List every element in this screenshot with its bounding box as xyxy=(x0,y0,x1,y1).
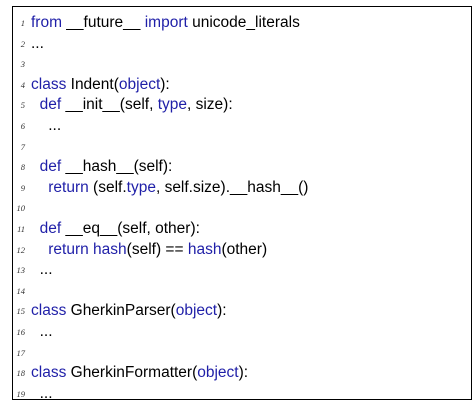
code-token xyxy=(31,158,40,175)
code-token: ... xyxy=(31,322,53,340)
code-line: ... xyxy=(31,322,467,343)
code-line xyxy=(31,137,467,158)
line-number: 8 xyxy=(20,162,25,173)
code-line: ... xyxy=(31,34,467,55)
line-number: 13 xyxy=(16,265,26,276)
keyword-token: from xyxy=(31,14,62,31)
line-number: 3 xyxy=(20,59,25,70)
keyword-token: def xyxy=(39,219,62,237)
line-number: 17 xyxy=(16,347,26,358)
code-line: ... xyxy=(31,260,467,281)
code-token xyxy=(31,96,40,113)
code-token xyxy=(31,220,40,237)
keyword-token: import xyxy=(144,14,188,31)
code-line: class GherkinFormatter(object): xyxy=(31,363,467,384)
keyword-token: class xyxy=(31,364,67,382)
line-number: 12 xyxy=(16,244,26,255)
code-token: (other) xyxy=(221,240,268,258)
code-token: __init__(self, xyxy=(61,96,158,114)
code-token: (self. xyxy=(88,178,127,196)
line-number: 14 xyxy=(16,285,26,296)
code-line: def __eq__(self, other): xyxy=(31,219,467,240)
code-body: from __future__ import unicode_literals.… xyxy=(31,13,467,404)
line-number: 2 xyxy=(20,38,25,49)
keyword-token: class xyxy=(31,75,67,93)
line-number: 6 xyxy=(20,120,25,131)
line-number: 5 xyxy=(20,100,25,111)
builtin-token: type xyxy=(126,178,156,196)
code-line: def __init__(self, type, size): xyxy=(31,95,467,116)
builtin-token: object xyxy=(175,302,218,320)
line-number: 7 xyxy=(20,141,25,152)
builtin-token: hash xyxy=(187,240,222,258)
code-line: def __hash__(self): xyxy=(31,157,467,178)
keyword-token: return xyxy=(48,240,89,258)
code-token: , size): xyxy=(187,96,233,114)
line-number: 11 xyxy=(17,223,25,234)
line-number: 19 xyxy=(16,388,26,399)
line-number: 4 xyxy=(20,79,25,90)
code-line xyxy=(31,54,467,75)
code-line: class Indent(object): xyxy=(31,75,467,96)
line-number: 1 xyxy=(20,18,25,28)
code-token: __future__ xyxy=(62,14,145,31)
code-line: ... xyxy=(31,116,467,137)
code-line: ... xyxy=(31,384,467,404)
code-token: __hash__(self): xyxy=(61,158,173,176)
line-number: 15 xyxy=(16,306,26,317)
code-line xyxy=(31,343,467,364)
builtin-token: object xyxy=(197,364,239,382)
keyword-token: class xyxy=(31,302,67,320)
code-token xyxy=(31,179,48,196)
code-line: class GherkinParser(object): xyxy=(31,301,467,322)
code-token: ): xyxy=(160,75,170,93)
line-number: 9 xyxy=(20,182,25,193)
keyword-token: return xyxy=(48,178,89,196)
line-number: 10 xyxy=(16,203,26,214)
code-token xyxy=(31,241,48,258)
code-token: GherkinParser( xyxy=(66,302,176,320)
code-token: , self.size).__hash__() xyxy=(155,178,309,196)
line-number: 18 xyxy=(16,368,26,379)
code-token: ): xyxy=(238,364,249,382)
code-token: ): xyxy=(217,302,227,320)
builtin-token: type xyxy=(157,96,187,114)
code-line: from __future__ import unicode_literals xyxy=(31,13,467,34)
code-token: GherkinFormatter( xyxy=(66,364,198,382)
code-token: ... xyxy=(31,116,62,134)
code-line: return (self.type, self.size).__hash__() xyxy=(31,178,467,199)
code-token: __eq__(self, other): xyxy=(61,219,200,237)
code-token: ... xyxy=(31,384,53,402)
keyword-token: def xyxy=(39,96,62,114)
builtin-token: hash xyxy=(93,240,127,258)
code-token: ... xyxy=(31,34,44,52)
code-line xyxy=(31,198,467,219)
code-token: unicode_literals xyxy=(187,14,300,31)
code-line: return hash(self) == hash(other) xyxy=(31,240,467,261)
line-number: 16 xyxy=(16,326,26,337)
code-line xyxy=(31,281,467,302)
code-token: Indent( xyxy=(66,75,119,93)
code-token: ... xyxy=(31,261,53,279)
builtin-token: object xyxy=(118,75,161,93)
code-token: (self) == xyxy=(126,240,188,258)
keyword-token: def xyxy=(39,158,62,176)
